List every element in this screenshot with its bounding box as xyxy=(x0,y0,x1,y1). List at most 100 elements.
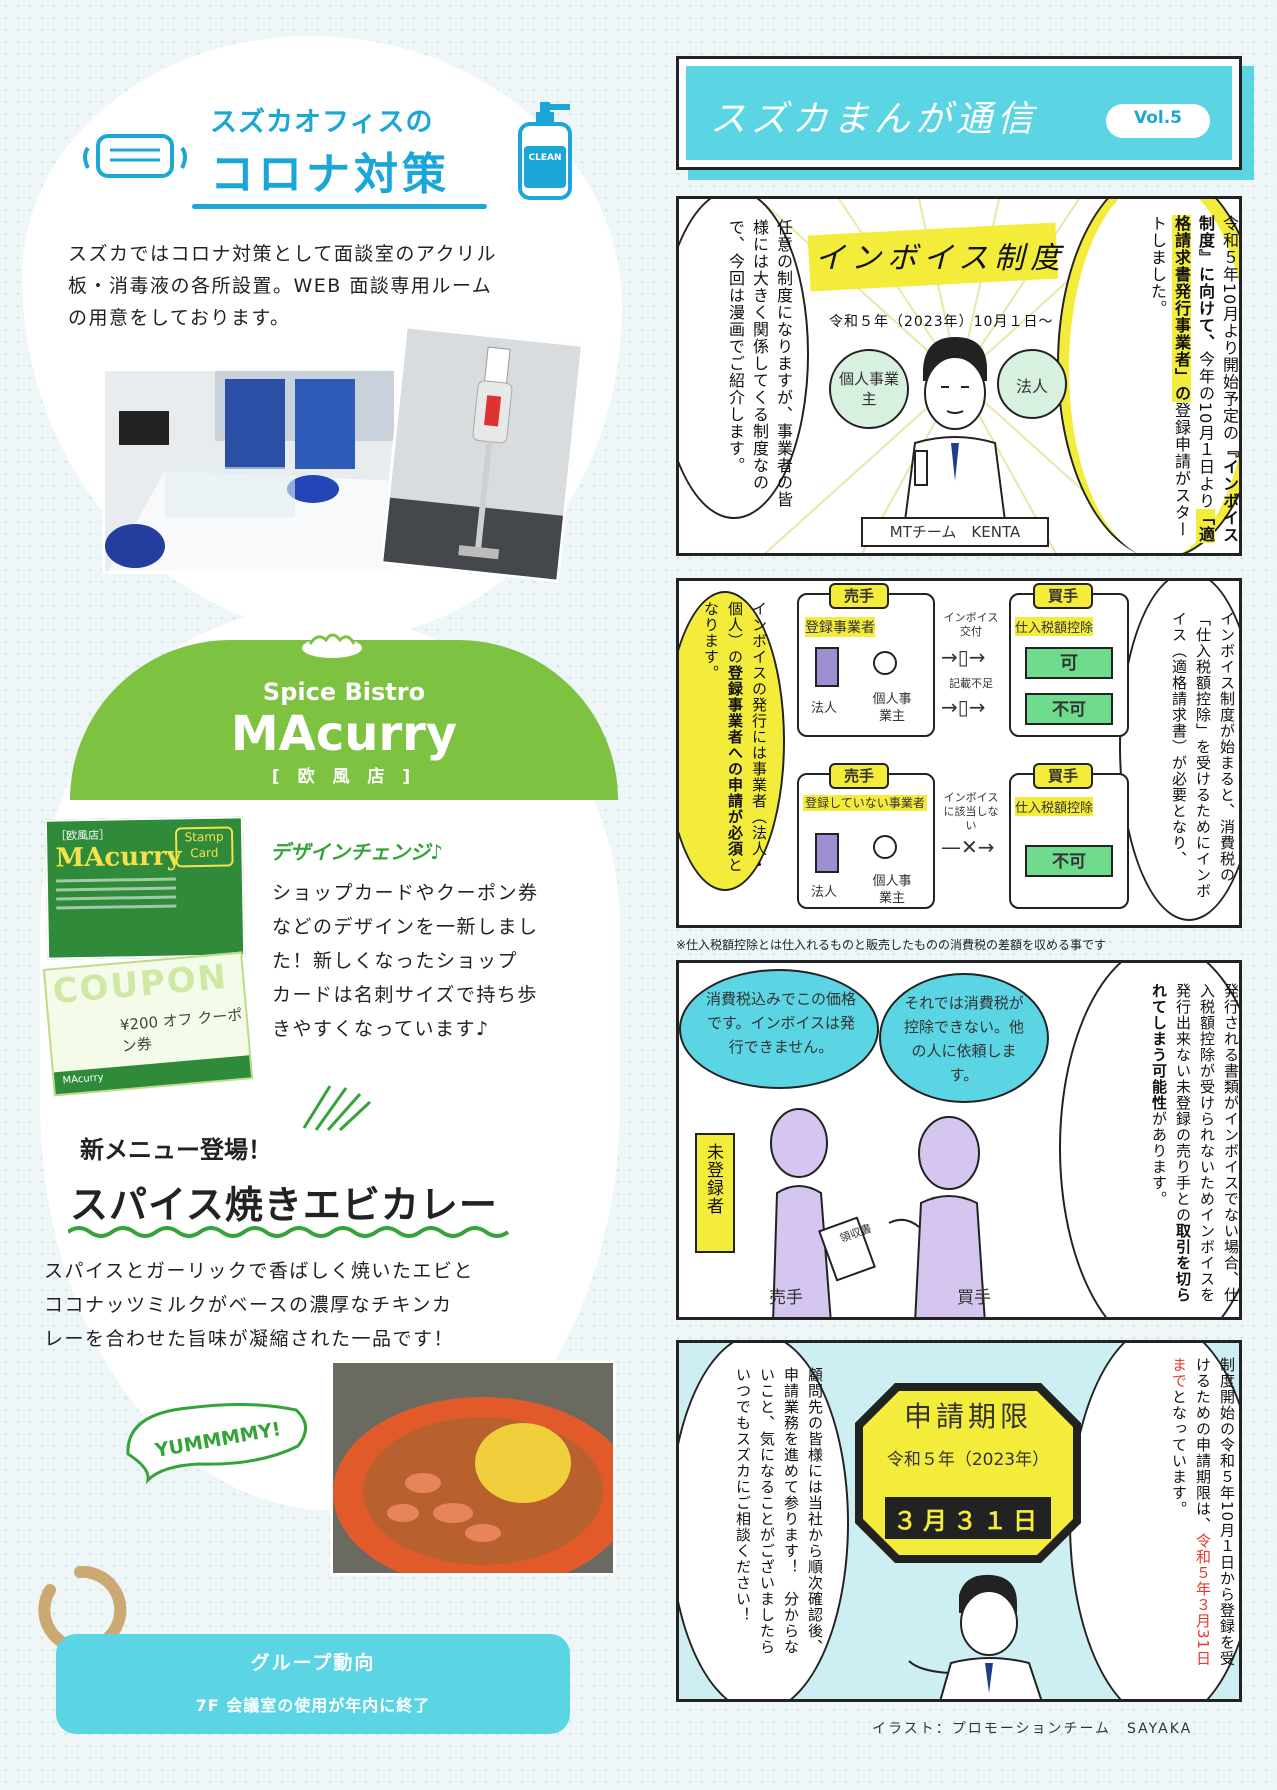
bistro-subtitle: Spice Bistro xyxy=(262,678,426,706)
new-menu-heading: 新メニュー登場！ xyxy=(80,1136,272,1164)
new-menu-body: スパイスとガーリックで香ばしく焼いたエビと ココナッツミルクがベースの濃厚なチキ… xyxy=(44,1254,604,1356)
design-body-line: などのデザインを一新しまし xyxy=(272,916,539,938)
deduction-footnote: ※仕入税額控除とは仕入れるものと販売したものの消費税の差額を収める事です xyxy=(676,938,1107,952)
kenta-character xyxy=(903,337,1007,521)
missing-info-label: 記載不足 xyxy=(949,677,993,690)
buyer-bubble xyxy=(879,973,1049,1103)
panel2-right-bubble xyxy=(1119,581,1239,921)
design-body-line: カードは名刺サイズで持ち歩 xyxy=(272,984,538,1006)
panel2-left-bubble xyxy=(679,591,785,891)
vol-badge-text: Vol.5 xyxy=(1133,108,1183,128)
corona-title-line2: コロナ対策 xyxy=(210,149,450,200)
p4-a: 制度開始の令和５年10月１日から登録を受けるための申請期限は、 xyxy=(1194,1357,1236,1667)
individual-label: 個人事業主 xyxy=(872,692,912,724)
menu-body-line: ココナッツミルクがベースの濃厚なチキンカ xyxy=(44,1294,453,1316)
individual-label-2: 個人事業主 xyxy=(872,874,912,906)
sparkle-lines-icon xyxy=(302,1085,372,1132)
deadline-year: 令和５年（2023年） xyxy=(886,1450,1050,1470)
seller-bubble xyxy=(679,969,879,1089)
group-news-title: グループ動向 xyxy=(250,1652,376,1674)
corp-label-2: 法人 xyxy=(811,885,838,900)
panel2-right-text: インボイス制度が始まると、消費税の「仕入税額控除」を受けるためにインボイス（適格… xyxy=(1170,611,1236,899)
coupon-image: COUPON ¥200 オフ クーポン券 MAcurry xyxy=(42,951,254,1097)
bistro-name: MAcurry xyxy=(230,706,458,762)
bistro-branch: [ 欧 風 店 ] xyxy=(271,767,417,787)
corona-body-line: 板・消毒液の各所設置。WEB 面談専用ルーム xyxy=(68,275,493,297)
corona-body: スズカではコロナ対策として面談室のアクリル 板・消毒液の各所設置。WEB 面談専… xyxy=(68,238,558,334)
p2-left-c: となります。 xyxy=(702,601,744,873)
registered-label: 登録事業者 xyxy=(805,617,875,637)
unregistered-tag-text: 未登録者 xyxy=(703,1143,723,1215)
p3-c: 取引を切られてしまう可能性 xyxy=(1150,983,1192,1303)
building-icon-2 xyxy=(815,833,839,873)
title-underline xyxy=(192,204,487,209)
p4-red: 令和５年３月31日まで xyxy=(1170,1357,1212,1667)
circle-individual xyxy=(829,349,909,429)
p2-left-b: 登録事業者への申請が必須 xyxy=(726,665,744,857)
yummy-speech-bubble: YUMMMMY! xyxy=(126,1402,307,1485)
invoice-sign-title: インボイス制度 xyxy=(815,241,1067,276)
p1-col1: 令和５年10月より開始予定の xyxy=(1220,215,1239,442)
deadline-date: ３月３１日 xyxy=(893,1507,1043,1535)
p1-col2: 『インボイス制度』に向けて、 xyxy=(1196,215,1239,544)
design-change-body: ショップカードやクーポン券 などのデザインを一新しまし た！新しくなったショップ… xyxy=(272,876,602,1046)
panel3-narration-bubble xyxy=(1059,963,1239,1317)
p3-a: 発行される書類がインボイスでない場合、仕入税額控除が受けられないため xyxy=(1198,983,1240,1303)
manga-panel-2: インボイスの発行には事業者（法人・個人）の登録事業者への申請が必須となります。 … xyxy=(676,578,1242,928)
buyer-label-1: 買手 xyxy=(1033,583,1093,609)
stamp-card-label: Stamp Card xyxy=(174,826,234,868)
manga-panel-3: 消費税込みでこの価格です。インボイスは発行できません。 それでは消費税が控除でき… xyxy=(676,960,1242,1320)
panel1-left-text: 任意の制度になりますが、事業者の皆様には大きく関係してくる制度なので、今回は漫画… xyxy=(726,219,793,508)
seller-label-2: 売手 xyxy=(829,763,889,789)
building-icon xyxy=(815,647,839,687)
design-body-line: ショップカードやクーポン券 xyxy=(272,882,539,904)
ok-label: 可 xyxy=(1025,647,1113,679)
menu-body-line: レーを合わせた旨味が凝縮された一品です！ xyxy=(44,1328,455,1350)
arrow-doc-1: →▯→ xyxy=(941,645,986,669)
panel1-left-bubble xyxy=(679,199,809,519)
buyer-char-label: 買手 xyxy=(957,1288,991,1308)
coupon-text: ¥200 オフ クーポン券 xyxy=(119,1005,244,1056)
invoice-na-label: インボイスに該当しない xyxy=(943,791,999,832)
coupon-big-text: COUPON xyxy=(51,956,230,1013)
manga-header-title: スズカまんが通信 xyxy=(710,99,1039,140)
design-body-line: た！新しくなったショップ xyxy=(272,950,519,972)
panel4-left-bubble xyxy=(679,1343,849,1699)
shop-card-image: ［欧風店］ MAcurry Stamp Card xyxy=(44,816,246,960)
kenta-pointing-character xyxy=(908,1574,1043,1699)
buyer-bubble-text: それでは消費税が控除できない。他の人に依頼します。 xyxy=(903,994,1024,1084)
sanitizer-stand-photo xyxy=(379,325,585,583)
panel2-left-text: インボイスの発行には事業者（法人・個人）の登録事業者への申請が必須となります。 xyxy=(691,601,771,881)
cloud-logo-icon xyxy=(302,633,362,658)
design-change-heading: デザインチェンジ♪ xyxy=(270,840,443,864)
corona-body-line: の用意をしております。 xyxy=(68,307,291,329)
p3-b: インボイスを発行出来ない未登録の売り手との xyxy=(1174,983,1216,1303)
corp-label: 法人 xyxy=(811,701,838,716)
deduction-label-2: 仕入税額控除 xyxy=(1015,797,1094,816)
deduction-label-1: 仕入税額控除 xyxy=(1015,617,1094,636)
ng-label-1: 不可 xyxy=(1025,693,1113,725)
circle-corporation xyxy=(997,349,1067,419)
group-news-text: 7F 会議室の使用が年内に終了 xyxy=(195,1696,431,1715)
manga-panel-4: 顧問先の皆様には当社から順次確認後、申請業務を進めて参ります！ 分からないこと、… xyxy=(676,1340,1242,1702)
deadline-octagon xyxy=(855,1383,1081,1563)
not-registered-label: 登録していない事業者 xyxy=(803,795,927,811)
corona-title-line1: スズカオフィスの xyxy=(210,107,434,138)
bottle-label: CLEAN xyxy=(529,153,562,163)
seller-char-label: 売手 xyxy=(769,1288,803,1308)
new-menu-title: スパイス焼きエビカレー xyxy=(70,1183,498,1227)
design-body-line: きやすくなっています♪ xyxy=(272,1018,490,1040)
panel1-right-bubble-inner xyxy=(1069,199,1239,553)
name-tag-text: MTチーム KENTA xyxy=(889,523,1021,541)
panel4-right-bubble xyxy=(1069,1343,1239,1699)
meeting-room-photo xyxy=(102,368,397,574)
p4-bubble-b: 分からないこと、気になることがございましたらいつでもスズカにご相談ください！ xyxy=(734,1367,800,1655)
menu-body-line: スパイスとガーリックで香ばしく焼いたエビと xyxy=(44,1260,474,1282)
deadline-title: 申請期限 xyxy=(903,1400,1032,1433)
panel4-left-text: 顧問先の皆様には当社から順次確認後、申請業務を進めて参ります！ 分からないこと、… xyxy=(697,1367,827,1667)
seller-buyer-characters xyxy=(770,1108,986,1317)
person-icon-2 xyxy=(873,835,897,859)
sanitizer-bottle-icon: CLEAN xyxy=(518,102,572,200)
circle-individual-label: 個人事業主 xyxy=(839,370,900,408)
shopcard-text-lines xyxy=(55,876,234,910)
